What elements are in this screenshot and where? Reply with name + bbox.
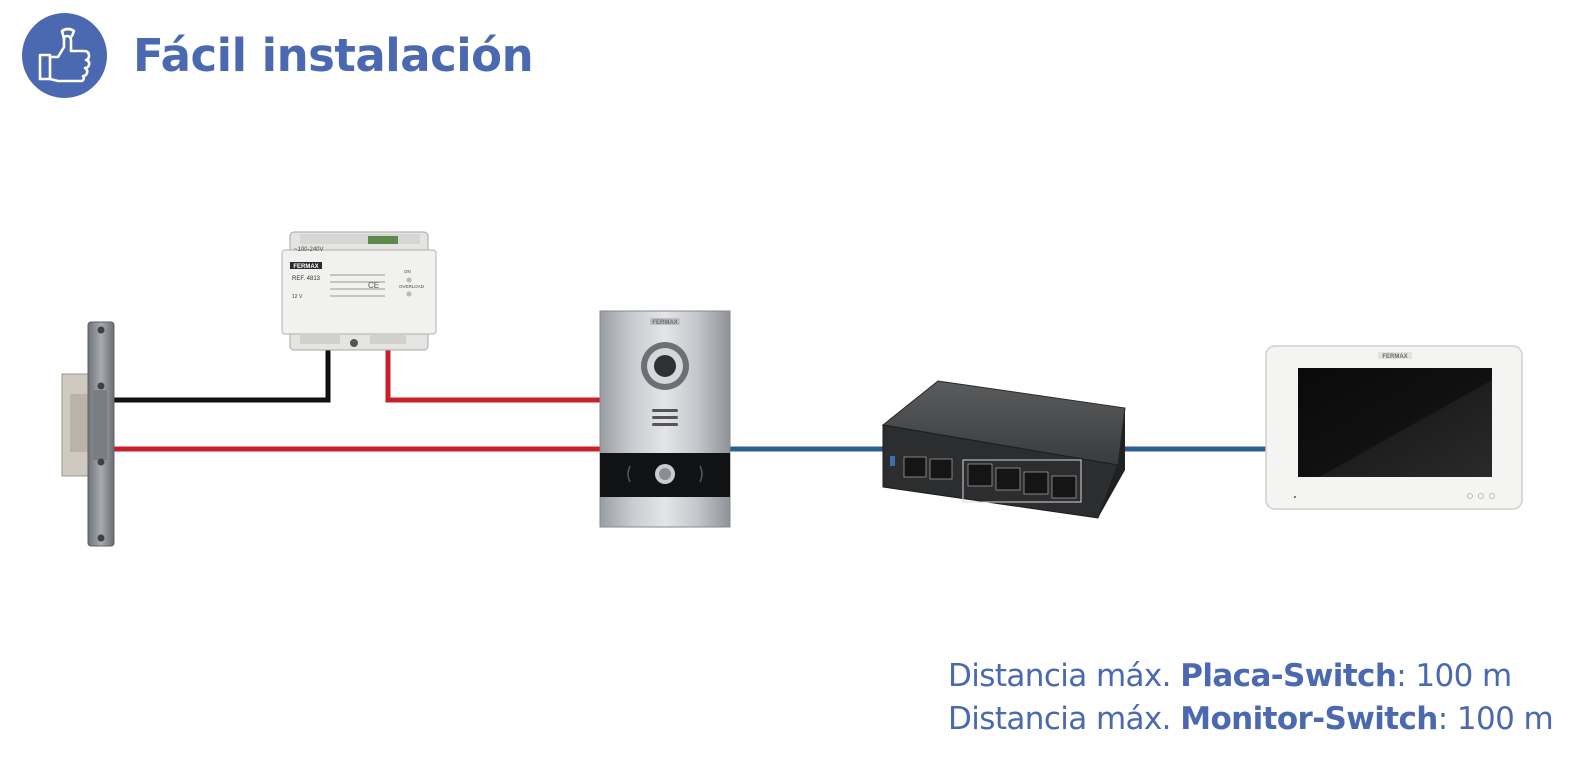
distance-caption-monitor-switch: Distancia máx. Monitor-Switch: 100 m — [948, 701, 1554, 737]
caption-suffix: : 100 m — [1437, 701, 1554, 737]
power-supply: FERMAX REF. 4813 ~100-240V 12 V ON OVERL… — [281, 231, 437, 351]
monitor-brand: FERMAX — [1382, 354, 1407, 360]
electric-strike — [61, 321, 115, 547]
page-title: Fácil instalación — [133, 29, 534, 82]
thumbs-up-wrench-icon — [22, 13, 107, 98]
psu-led-overload: OVERLOAD — [399, 284, 425, 289]
panel-brand: FERMAX — [652, 320, 677, 326]
psu-led-on: ON — [404, 269, 411, 274]
wire-black — [112, 340, 331, 403]
caption-prefix: Distancia máx. — [948, 701, 1172, 737]
poe-switch — [881, 380, 1126, 519]
page-header: Fácil instalación — [22, 13, 534, 98]
psu-ref: REF. 4813 — [292, 276, 321, 282]
caption-bold: Placa-Switch — [1180, 658, 1397, 694]
psu-brand: FERMAX — [293, 264, 318, 270]
svg-text:CE: CE — [368, 281, 379, 290]
monitor: FERMAX — [1265, 345, 1523, 510]
door-panel: FERMAX — [599, 310, 731, 528]
caption-bold: Monitor-Switch — [1180, 701, 1438, 737]
caption-prefix: Distancia máx. — [948, 658, 1172, 694]
caption-suffix: : 100 m — [1396, 658, 1512, 694]
psu-input: ~100-240V — [294, 247, 324, 253]
distance-caption-panel-switch: Distancia máx. Placa-Switch: 100 m — [948, 658, 1512, 694]
wire-red-psu — [385, 340, 602, 403]
thumbs-up-glyph — [38, 27, 90, 82]
psu-output: 12 V — [292, 294, 303, 300]
